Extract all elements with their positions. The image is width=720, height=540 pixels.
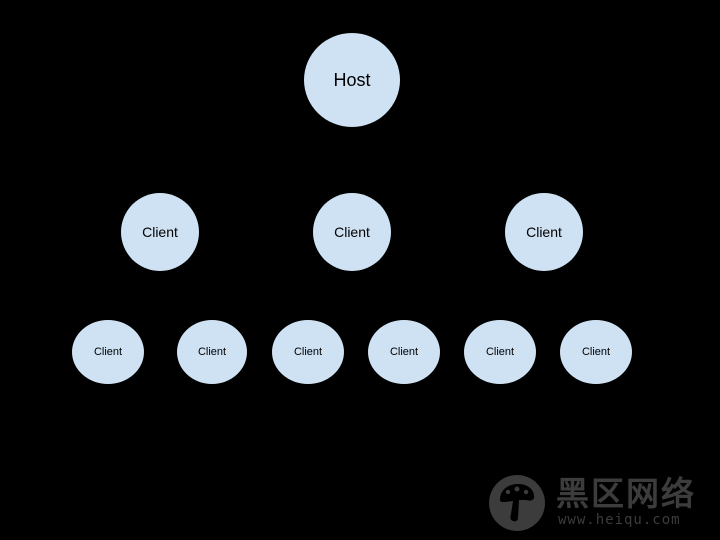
- mushroom-icon: [489, 475, 545, 531]
- client-node-level2-6: Client: [560, 320, 632, 384]
- host-node: Host: [304, 33, 400, 127]
- client-node-label: Client: [581, 346, 611, 358]
- client-node-label: Client: [93, 346, 123, 358]
- client-node-level2-3: Client: [272, 320, 344, 384]
- client-node-level1-right: Client: [505, 193, 583, 271]
- client-node-label: Client: [197, 346, 227, 358]
- client-node-label: Client: [142, 224, 178, 240]
- watermark-url: www.heiqu.com: [558, 512, 681, 528]
- client-node-label: Client: [334, 224, 370, 240]
- watermark: 黑区网络 www.heiqu.com: [486, 472, 716, 534]
- client-node-level2-5: Client: [464, 320, 536, 384]
- client-node-level2-1: Client: [72, 320, 144, 384]
- host-node-label: Host: [333, 69, 371, 90]
- client-node-label: Client: [293, 346, 323, 358]
- client-node-level1-left: Client: [121, 193, 199, 271]
- watermark-title: 黑区网络: [556, 474, 696, 513]
- client-node-label: Client: [526, 224, 562, 240]
- client-node-label: Client: [485, 346, 515, 358]
- client-node-level2-4: Client: [368, 320, 440, 384]
- client-node-label: Client: [389, 346, 419, 358]
- client-node-level1-middle: Client: [313, 193, 391, 271]
- client-node-level2-2: Client: [177, 320, 247, 384]
